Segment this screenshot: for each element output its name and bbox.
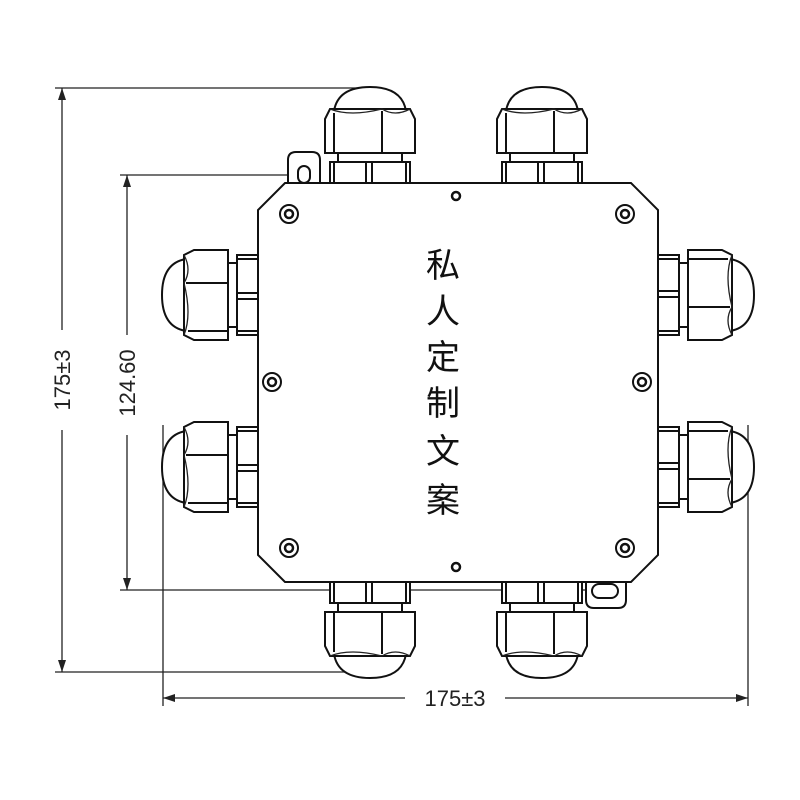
label-char: 定: [426, 338, 460, 378]
label-char: 案: [426, 481, 460, 521]
label-char: 人: [426, 292, 460, 332]
cable-gland-top-left: [324, 86, 416, 184]
screw-icon: [614, 537, 636, 559]
box-height-dimension: 124.60: [115, 349, 140, 416]
screw-icon: [278, 203, 300, 225]
cable-gland-bottom-right: [496, 581, 588, 679]
cable-gland-left-lower: [161, 421, 259, 513]
cable-gland-right-upper: [657, 249, 755, 341]
mounting-tab-top: [287, 151, 321, 184]
cable-gland-bottom-left: [324, 581, 416, 679]
cable-gland-right-lower: [657, 421, 755, 513]
screw-icon: [261, 371, 283, 393]
enclosure-body: [257, 182, 659, 583]
screw-icon: [631, 371, 653, 393]
cable-gland-top-right: [496, 86, 588, 184]
label-char: 文: [426, 432, 460, 472]
label-char: 制: [426, 384, 460, 424]
custom-label-text: 私 人 定 制 文 案: [426, 246, 460, 521]
overall-height-dimension: 175±3: [50, 349, 75, 410]
cable-gland-left-upper: [161, 249, 259, 341]
mounting-tab-bottom: [585, 582, 627, 609]
overall-width-dimension: 175±3: [424, 686, 485, 711]
label-char: 私: [426, 246, 460, 286]
vent-dot-icon: [450, 561, 462, 573]
screw-icon: [278, 537, 300, 559]
screw-icon: [614, 203, 636, 225]
vent-dot-icon: [450, 190, 462, 202]
